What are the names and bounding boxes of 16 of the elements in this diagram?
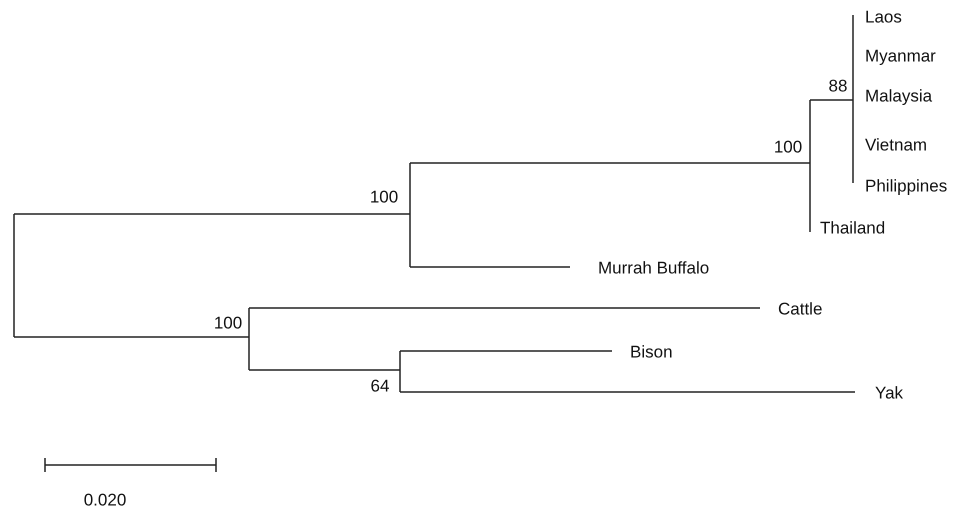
taxon-label: Bison (630, 344, 673, 362)
taxon-label: Myanmar (865, 48, 936, 66)
taxon-label: Vietnam (865, 136, 928, 156)
taxon-label: Murrah Buffalo (598, 260, 710, 278)
bootstrap-value: 100 (370, 188, 398, 208)
taxon-label: Cattle (778, 300, 822, 320)
taxon-label: Yak (875, 384, 904, 404)
bootstrap-value: 100 (774, 138, 802, 158)
bootstrap-value: 88 (828, 78, 848, 96)
bootstrap-value: 64 (370, 378, 390, 396)
taxon-label: Malaysia (865, 88, 932, 106)
scale-value: 0.020 (84, 492, 126, 510)
taxon-label: Laos (865, 8, 902, 28)
taxon-label: Thailand (820, 220, 886, 238)
taxon-label: Philippines (865, 178, 948, 196)
bootstrap-value: 100 (214, 314, 242, 334)
